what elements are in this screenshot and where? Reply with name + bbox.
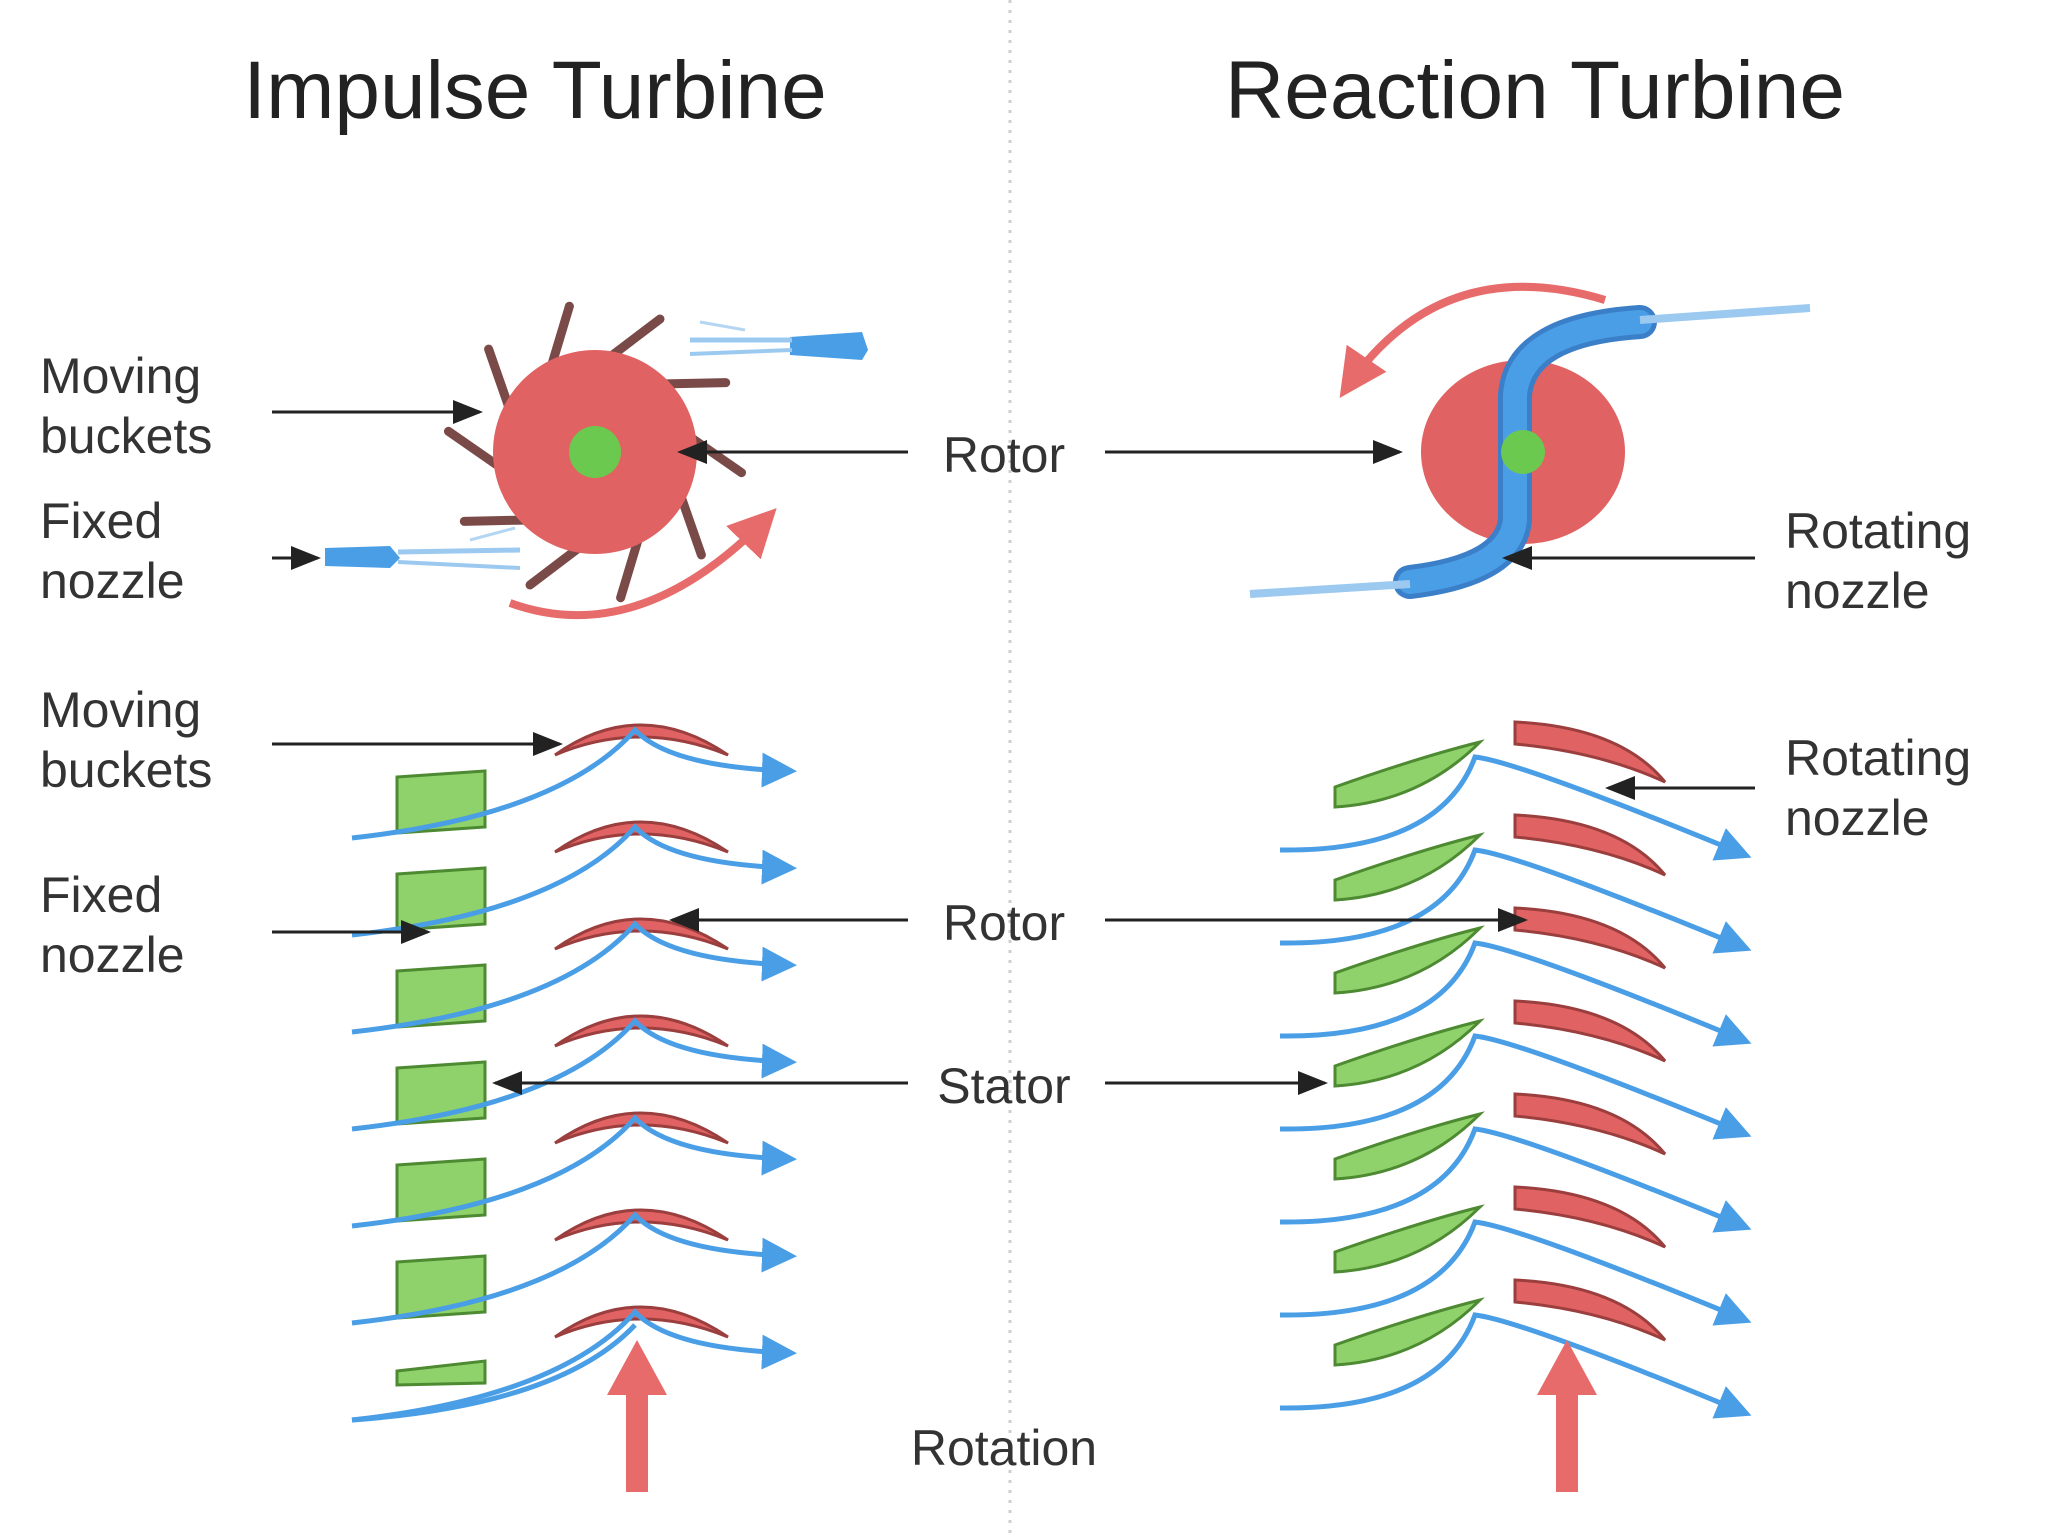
reaction-title: Reaction Turbine	[1225, 45, 1845, 136]
flow-line	[351, 920, 797, 1035]
label-rotor-bottom: Rotor	[943, 895, 1065, 951]
moving-bucket	[554, 723, 729, 757]
fixed-nozzle-block	[395, 1359, 487, 1387]
impulse-rotation-curve-icon	[508, 508, 777, 620]
reaction-rotation-curve-icon	[1339, 282, 1607, 398]
flow-line	[1279, 1033, 1752, 1140]
flow-line	[351, 1114, 797, 1229]
bucket-spike	[547, 301, 574, 369]
label-rotating-nozzle-top-line1: Rotating	[1785, 503, 1971, 559]
bucket-spike	[525, 544, 583, 590]
reaction-rotor-icon	[1249, 304, 1811, 599]
label-rotating-nozzle-top-line2: nozzle	[1785, 563, 1930, 619]
label-moving-buckets-top-line2: buckets	[40, 408, 212, 464]
label-fixed-nozzle-top-line2: nozzle	[40, 553, 185, 609]
bucket-spike	[459, 515, 530, 526]
bucket-spike	[687, 433, 747, 478]
flow-line	[1279, 754, 1752, 861]
label-moving-buckets-bottom-line1: Moving	[40, 682, 201, 738]
bucket-spike	[607, 314, 665, 360]
rotating-blade	[1513, 813, 1667, 877]
label-stator: Stator	[937, 1058, 1070, 1114]
flow-line	[351, 1211, 797, 1326]
impulse-rotation-arrow-icon	[607, 1340, 667, 1492]
rotating-blade	[1513, 1185, 1667, 1249]
flow-line	[1279, 1312, 1752, 1419]
bucket-spike	[443, 426, 503, 471]
stator-blade	[1333, 1204, 1485, 1274]
reaction-rotation-arrow-icon	[1537, 1340, 1597, 1492]
flow-line	[1279, 940, 1752, 1047]
label-rotating-nozzle-bottom-line2: nozzle	[1785, 790, 1930, 846]
flow-line	[1279, 847, 1752, 954]
label-fixed-nozzle-top-line1: Fixed	[40, 493, 162, 549]
stator-blade	[1333, 1111, 1485, 1181]
moving-bucket	[554, 1305, 729, 1339]
rotating-blade	[1513, 1092, 1667, 1156]
label-moving-buckets-top-line1: Moving	[40, 348, 201, 404]
stator-blade	[1333, 925, 1485, 995]
moving-bucket	[554, 1111, 729, 1145]
flow-line	[1279, 1126, 1752, 1233]
label-rotor-top: Rotor	[943, 427, 1065, 483]
flow-line	[351, 1323, 637, 1423]
flow-line	[1279, 1219, 1752, 1326]
bucket-spike	[484, 344, 513, 411]
rotating-blade	[1513, 720, 1667, 784]
label-fixed-nozzle-bottom-line2: nozzle	[40, 927, 185, 983]
label-rotation: Rotation	[911, 1420, 1097, 1476]
impulse-top-nozzle-icon	[689, 320, 868, 360]
label-moving-buckets-bottom-line2: buckets	[40, 742, 212, 798]
flow-line	[351, 1308, 797, 1423]
flow-line	[351, 1017, 797, 1132]
stator-blade	[1333, 1297, 1485, 1367]
impulse-bottom-nozzle-icon	[325, 526, 521, 570]
label-rotating-nozzle-bottom-line1: Rotating	[1785, 730, 1971, 786]
moving-bucket	[554, 917, 729, 951]
flow-line	[351, 823, 797, 938]
rotating-blade	[1513, 999, 1667, 1063]
moving-bucket	[554, 1208, 729, 1242]
reaction-blade-rows	[1279, 720, 1752, 1419]
impulse-title: Impulse Turbine	[243, 45, 826, 136]
impulse-rotor-icon	[443, 301, 747, 603]
label-fixed-nozzle-bottom-line1: Fixed	[40, 867, 162, 923]
flow-line	[351, 726, 797, 841]
bucket-spike	[616, 535, 643, 603]
stator-blade	[1333, 739, 1485, 809]
bucket-spike	[660, 378, 731, 389]
moving-bucket	[554, 1014, 729, 1048]
rotating-blade	[1513, 1278, 1667, 1342]
bucket-spike	[677, 493, 706, 560]
stator-blade	[1333, 1018, 1485, 1088]
impulse-blade-rows	[351, 723, 797, 1423]
moving-bucket	[554, 820, 729, 854]
rotating-blade	[1513, 906, 1667, 970]
stator-blade	[1333, 832, 1485, 902]
